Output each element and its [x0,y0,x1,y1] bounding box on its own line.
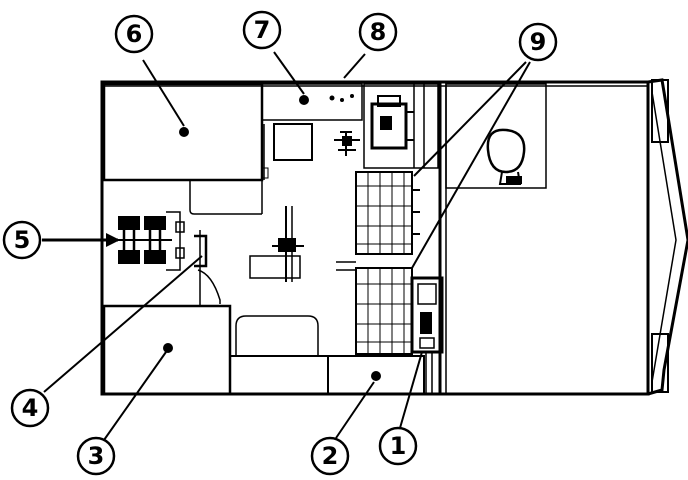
callout-7: 7 [242,10,282,50]
leader-lines [42,51,531,441]
callout-6-label: 6 [126,20,143,48]
marker-dot-6 [179,127,189,137]
callout-3: 3 [76,436,116,476]
callout-5-label: 5 [14,226,31,254]
callout-7-label: 7 [254,16,271,44]
lower-bench [230,315,356,357]
equipment-rack-lower [336,261,413,355]
callout-1-label: 1 [390,432,407,460]
callout-8-label: 8 [370,18,387,46]
callout-6: 6 [114,14,154,54]
motor-assembly [363,83,439,169]
callout-3-label: 3 [88,442,105,470]
enclosure-outline [100,78,688,396]
cabinet-lower-left [102,272,232,396]
callout-4-label: 4 [22,394,39,422]
callout-1: 1 [378,426,418,466]
marker-dot-7 [299,95,309,105]
center-pipe-assembly [249,206,304,282]
small-valve [194,230,221,304]
cabinet-upper-left [102,82,264,215]
callout-2-label: 2 [322,442,339,470]
callout-9: 9 [518,22,558,62]
cabinet-lower-middle [327,355,425,395]
valve-cluster [116,211,185,271]
upper-middle-panel [261,83,363,180]
callout-5: 5 [2,220,42,260]
marker-dot-2 [371,371,381,381]
equipment-rack-upper [355,171,420,255]
end-room-fixtures [445,83,547,189]
callout-4: 4 [10,388,50,428]
callout-2: 2 [310,436,350,476]
callout-8: 8 [358,12,398,52]
marker-dot-3 [163,343,173,353]
callout-9-label: 9 [530,28,547,56]
control-box [410,276,444,394]
